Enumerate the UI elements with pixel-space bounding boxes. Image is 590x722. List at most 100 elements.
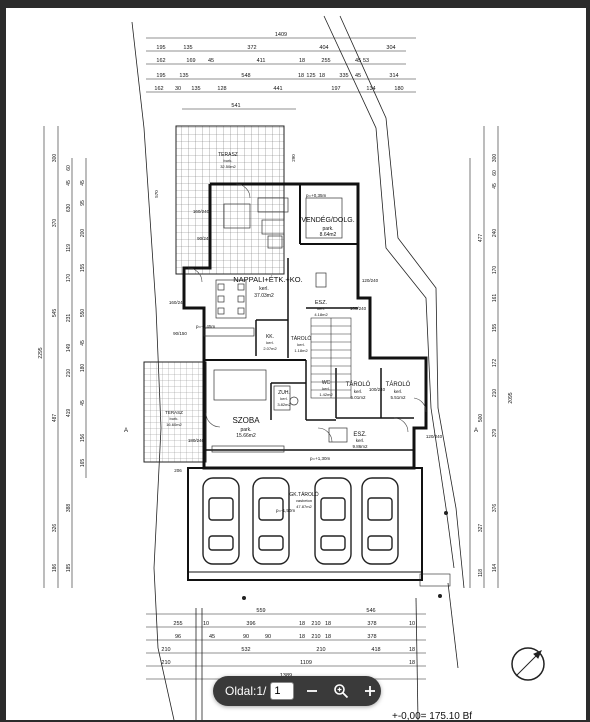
- dim-text: 60: [492, 170, 498, 176]
- dim-text: 418: [371, 647, 380, 653]
- room-name: VENDÉG/DOLG.: [301, 215, 354, 224]
- dim-text: 18: [409, 660, 415, 666]
- room-name: WC: [322, 380, 331, 386]
- dim-text: 370: [52, 219, 58, 228]
- minus-icon: [306, 690, 317, 692]
- dim-text: 231: [66, 314, 72, 323]
- room-name: GK.TÁROLÓ: [289, 491, 318, 498]
- zoom-button[interactable]: [329, 678, 352, 704]
- dim-text: 548: [241, 73, 250, 79]
- room-area: 3.82m2: [277, 402, 291, 407]
- dim-text: 327: [478, 524, 484, 533]
- dimension-text-left: 2295 300 370 545 487 326 186 60 45 630 1…: [38, 154, 86, 573]
- dim-text: 45: [80, 340, 86, 346]
- dim-text: 240: [492, 229, 498, 238]
- dim-text: 120/240: [362, 278, 379, 283]
- dim-text: 210: [161, 660, 170, 666]
- dim-text: 186: [52, 564, 58, 573]
- dimension-lines-left: [43, 126, 87, 588]
- dim-text: 149: [66, 344, 72, 353]
- room-sub: park.: [240, 427, 251, 433]
- building-walls: [182, 182, 428, 470]
- dim-text: 18: [325, 634, 331, 640]
- dim-text: 180: [394, 86, 403, 92]
- dim-text: 156: [80, 434, 86, 443]
- dim-text: 170: [492, 266, 498, 275]
- dim-text: 100/240: [350, 306, 367, 311]
- dim-text: 160/240: [169, 300, 186, 305]
- level-note: p=-1,50m: [276, 508, 295, 513]
- section-mark: A: [474, 428, 478, 434]
- room-area: 5.51m2: [390, 395, 406, 400]
- dim-text: 500: [478, 414, 484, 423]
- dimension-text-top: 1409 195 135 372 404 304 162 169 45 411 …: [154, 32, 403, 109]
- dimension-lines-top: [146, 37, 416, 110]
- dim-text: 45: [209, 634, 215, 640]
- dim-text: 10: [203, 621, 209, 627]
- dim-text: 18: [298, 73, 304, 79]
- terrace-top: [175, 125, 285, 275]
- dim-text: 135: [179, 73, 188, 79]
- room-name: NAPPALI+ÉTK.+KO.: [233, 275, 302, 284]
- room-name: TERASZ: [218, 152, 238, 158]
- dim-text: 559: [256, 608, 265, 614]
- page-label: Oldal:1/: [225, 684, 267, 698]
- dim-text: 134: [366, 86, 375, 92]
- dim-text: 210: [492, 389, 498, 398]
- level-note: p=-0,45m: [196, 324, 215, 329]
- dimension-lines-bottom: [146, 613, 426, 680]
- dim-text: 210: [66, 369, 72, 378]
- dim-text: 119: [66, 244, 72, 252]
- room-name: TÁROLÓ: [346, 381, 371, 388]
- room-area: 1.42m2: [319, 392, 333, 397]
- terrace-left: [143, 361, 207, 463]
- dim-text: 404: [319, 45, 328, 51]
- dim-text: 487: [52, 414, 58, 423]
- dim-text: 379: [492, 429, 498, 438]
- dim-text: 2295: [38, 347, 44, 358]
- room-sub: kerl.: [322, 386, 330, 391]
- room-area: 5.01m2: [350, 395, 366, 400]
- zoom-in-button[interactable]: [358, 678, 381, 704]
- dim-text: 162: [154, 86, 163, 92]
- car-1: [202, 477, 240, 565]
- dim-text: 2095: [508, 392, 514, 403]
- dim-text: 90/240: [197, 236, 211, 241]
- dim-text: 197: [331, 86, 340, 92]
- dim-text: 165: [80, 459, 86, 468]
- dim-text: 335: [339, 73, 348, 79]
- room-area: 37.03m2: [254, 293, 274, 299]
- dim-text: 541: [231, 103, 240, 109]
- dim-text: 206: [174, 468, 182, 473]
- dim-text: 118: [478, 569, 484, 577]
- page-number-input[interactable]: [270, 682, 295, 700]
- dim-text: 45: [492, 183, 498, 189]
- dim-text: 180/240: [188, 438, 205, 443]
- north-arrow-icon: [511, 647, 545, 681]
- dim-text: 135: [191, 86, 200, 92]
- dim-text: 378: [367, 634, 376, 640]
- dim-text: 45: [80, 180, 86, 186]
- dim-text: 10: [409, 621, 415, 627]
- dim-text: 210: [311, 634, 320, 640]
- room-name: ZUH.: [278, 390, 290, 396]
- zoom-out-button[interactable]: [300, 678, 323, 704]
- viewer-top-bar: [0, 0, 590, 8]
- room-labels: TERASZ burk. 32.50m2 VENDÉG/DOLG. park. …: [165, 152, 411, 509]
- elevation-reference: +-0,00= 175.10 Bf: [392, 711, 473, 722]
- dim-text: 162: [156, 58, 165, 64]
- dim-text: 372: [247, 45, 256, 51]
- dim-text: 545: [52, 309, 58, 318]
- car-2: [252, 477, 290, 565]
- room-sub: kerl.: [356, 438, 365, 443]
- dim-text: 96: [175, 634, 181, 640]
- dim-text: 155: [492, 324, 498, 333]
- plus-icon: [364, 686, 375, 696]
- dim-text: 18: [299, 58, 305, 64]
- dim-text: 100/240: [369, 387, 386, 392]
- level-notes: p=+0,35m p=-0,45m p=+1,30m p=-1,50m A A: [124, 193, 478, 513]
- dim-text: 1409: [275, 32, 287, 38]
- dim-text: 161: [492, 294, 498, 303]
- dimension-text-bottom: 559 546 255 10 396 18 210 18 378 10 96 4…: [161, 608, 415, 679]
- room-sub: burk.: [170, 416, 179, 421]
